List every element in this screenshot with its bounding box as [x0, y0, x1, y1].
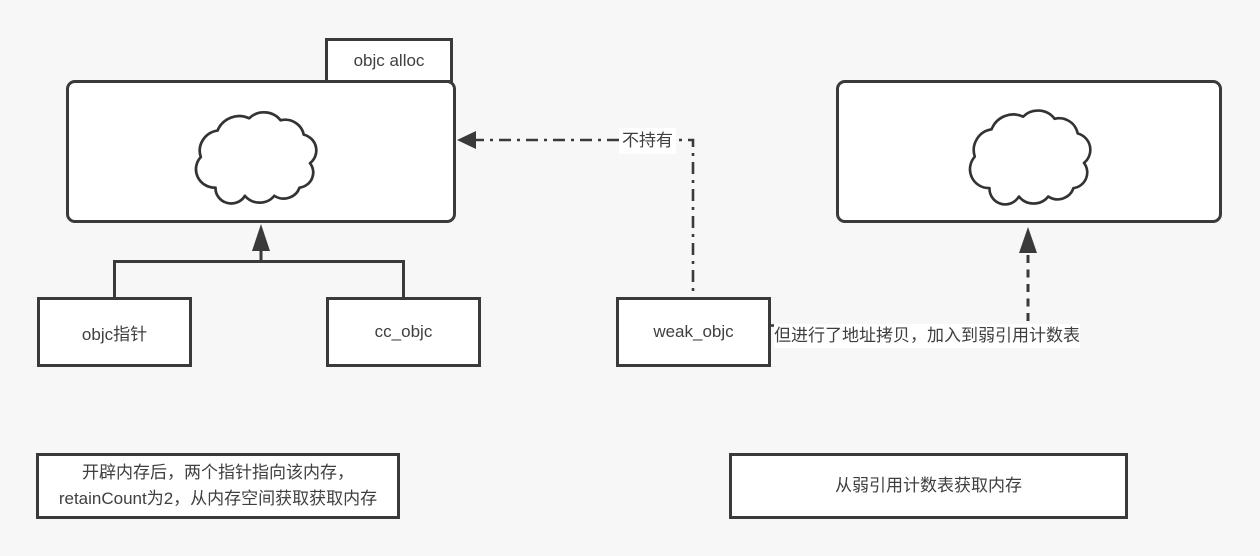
node-objc-pointer: objc指针: [37, 297, 192, 367]
weak-copy-note-text: 但进行了地址拷贝，加入到弱引用计数表: [774, 326, 1080, 345]
edge-label-not-hold: 不持有: [619, 128, 676, 154]
node-weak-objc: weak_objc: [616, 297, 771, 367]
objc-alloc-label: objc alloc: [353, 50, 425, 70]
node-cc-objc: cc_objc: [326, 297, 481, 367]
not-hold-text: 不持有: [622, 131, 673, 150]
weak-table-arrowhead-up-icon: [1019, 227, 1037, 253]
memory-block-left: [66, 80, 456, 223]
objc-pointer-label: objc指针: [81, 324, 148, 344]
cc-objc-label: cc_objc: [374, 322, 433, 341]
node-objc-alloc-tab: objc alloc: [325, 38, 453, 83]
not-hold-dashdot-edge: [472, 138, 695, 296]
caption-alloc-line2: retainCount为2，从内存空间获取获取内存: [58, 489, 378, 508]
weak-objc-label: weak_objc: [653, 322, 734, 341]
strong-pointer-connector: [113, 248, 405, 298]
caption-weak-flow: 从弱引用计数表获取内存: [729, 453, 1128, 519]
memory-block-right: [836, 80, 1222, 223]
caption-alloc-flow: 开辟内存后，两个指针指向该内存， retainCount为2，从内存空间获取获取…: [36, 453, 400, 519]
caption-weak-label: 从弱引用计数表获取内存: [835, 476, 1022, 495]
caption-alloc-line1: 开辟内存后，两个指针指向该内存，: [82, 463, 354, 482]
weak-copy-note: 但进行了地址拷贝，加入到弱引用计数表: [774, 324, 1080, 348]
strong-arrowhead-up-icon: [252, 224, 270, 251]
not-hold-arrowhead-left-icon: [457, 131, 476, 149]
